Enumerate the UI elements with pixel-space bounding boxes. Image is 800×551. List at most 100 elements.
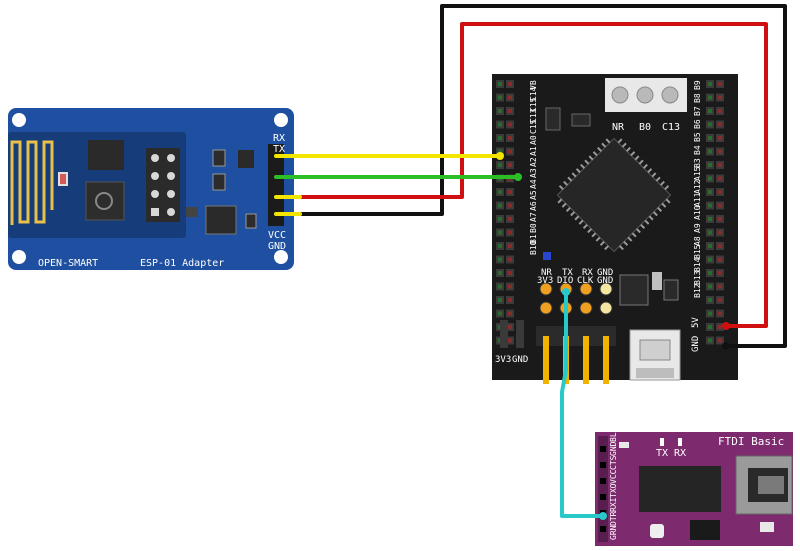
button-label-nr: NR: [612, 122, 625, 133]
stm32-right-pin-label: A12: [693, 179, 702, 194]
header-pin-hole: [498, 109, 502, 113]
power-label-5v: 5V: [691, 317, 701, 328]
stm32-right-pin-label: A9: [693, 223, 702, 233]
ftdi-title: FTDI Basic: [718, 435, 784, 448]
capacitor-icon: [212, 173, 226, 191]
header-pin-hole: [718, 82, 722, 86]
header-pin-hole: [718, 163, 722, 167]
header-pin-hole: [508, 217, 512, 221]
header-pin-hole: [508, 325, 512, 329]
wire-prog-cyan[interactable]: [560, 290, 605, 518]
power-led-icon: [543, 252, 551, 260]
ftdi-pin-header: [598, 436, 608, 542]
header-bottom-label-gnd: GND: [597, 276, 613, 286]
header-pin-hole: [508, 311, 512, 316]
header-pin-hole: [498, 311, 502, 316]
header-bottom-label-3v3: 3V3: [537, 276, 553, 286]
pin-block: [500, 320, 508, 348]
header-pin-hole: [498, 230, 502, 235]
header-pin-hole: [718, 136, 722, 140]
header-pin-hole: [508, 149, 512, 154]
ftdi-rx-label: RX: [674, 448, 686, 459]
ftdi-pin-label: DTR: [609, 511, 618, 526]
header-pin-hole: [498, 271, 502, 275]
pin-label-gnd: GND: [268, 241, 286, 252]
reset-button[interactable]: [611, 86, 629, 104]
header-pin-hole: [708, 271, 712, 275]
capacitor-icon: [650, 524, 664, 538]
header-pin-hole: [708, 163, 712, 167]
header-pin-hole: [708, 244, 712, 248]
diode-icon: [663, 279, 679, 301]
wire-end-icon: [599, 512, 607, 520]
header-pin-hole: [708, 203, 712, 208]
stm32-left-pin-label: A4: [529, 179, 538, 189]
resistor-icon: [619, 442, 629, 448]
header-pin-hole: [718, 176, 722, 181]
header-pin-hole: [498, 82, 502, 86]
ftdi-pin-label: BLK: [609, 427, 618, 442]
header-pin-hole: [508, 136, 512, 140]
micro-usb-port[interactable]: [629, 329, 681, 381]
stm32-left-pin-label: C13: [529, 108, 538, 123]
stm32-right-pin-label: B13: [693, 270, 702, 285]
power-label-gnd: GND: [512, 355, 528, 365]
stm32-right-pin-label: B12: [693, 283, 702, 298]
header-pin-hole: [508, 190, 512, 194]
c13-button[interactable]: [661, 86, 679, 104]
ftdi-pin-label: VCC: [609, 469, 618, 484]
power-label-3v3: 3V3: [495, 355, 511, 365]
regulator-chip: [238, 150, 254, 168]
mounting-hole-icon: [12, 250, 26, 264]
header-top-label-tx: TX: [562, 268, 573, 278]
header-pin-hole: [708, 95, 712, 100]
wire-end-icon: [562, 288, 570, 296]
power-label-gnd-right: GND: [691, 336, 701, 352]
wire-gnd-black[interactable]: [298, 4, 787, 348]
stm32-right-pin-label: A15: [693, 166, 702, 181]
wire-vcc-red[interactable]: [298, 22, 768, 328]
stm32-right-pin-label: A11: [693, 192, 702, 207]
crystal-icon: [571, 113, 591, 127]
header-pin-hole: [508, 109, 512, 113]
header-pin-hole: [508, 82, 512, 86]
led-lens-icon: [60, 174, 66, 184]
capacitor-icon: [212, 149, 226, 167]
header-pin-hole: [718, 298, 722, 302]
stm32-right-pin-label: A10: [693, 205, 702, 220]
stm32-right-pin-label: B5: [693, 132, 702, 142]
left-pin-header: [496, 80, 514, 345]
stm32-left-pin-label: VB: [529, 80, 538, 90]
header-pin-hole: [498, 122, 502, 127]
ftdi-tx-label: TX: [656, 448, 668, 459]
header-pin-hole: [508, 163, 512, 167]
header-top-label-gnd: GND: [597, 268, 613, 278]
header-pin-hole: [508, 122, 512, 127]
header-pin-hole: [498, 244, 502, 248]
pin-label-tx: TX: [273, 144, 285, 155]
header-pin-hole: [718, 325, 722, 329]
mini-usb-port[interactable]: [735, 455, 793, 515]
flash-chip: [88, 140, 124, 170]
header-pin-hole: [718, 230, 722, 235]
regulator-chip: [619, 274, 649, 306]
header-top-label-rx: RX: [582, 268, 593, 278]
header-pin-hole: [498, 136, 502, 140]
mounting-hole-icon: [274, 250, 288, 264]
header-pin-hole: [508, 284, 512, 289]
header-pin-hole: [508, 230, 512, 235]
header-pin-hole: [718, 271, 722, 275]
socket-pins: [151, 154, 175, 216]
header-pin-hole: [508, 244, 512, 248]
ftdi-chip: [639, 466, 721, 512]
header-pin-hole: [708, 190, 712, 194]
header-pin-hole: [718, 284, 722, 289]
rx-led-icon: [678, 438, 682, 446]
boot0-button[interactable]: [636, 86, 654, 104]
stm32-left-pin-label: A6: [529, 201, 538, 211]
stm32-right-pin-label: B14: [693, 257, 702, 272]
stm32-left-pin-label: A3: [529, 168, 538, 178]
stm32-left-pin-label: C15: [529, 119, 538, 134]
stm32-left-pin-label: B0: [529, 223, 538, 233]
